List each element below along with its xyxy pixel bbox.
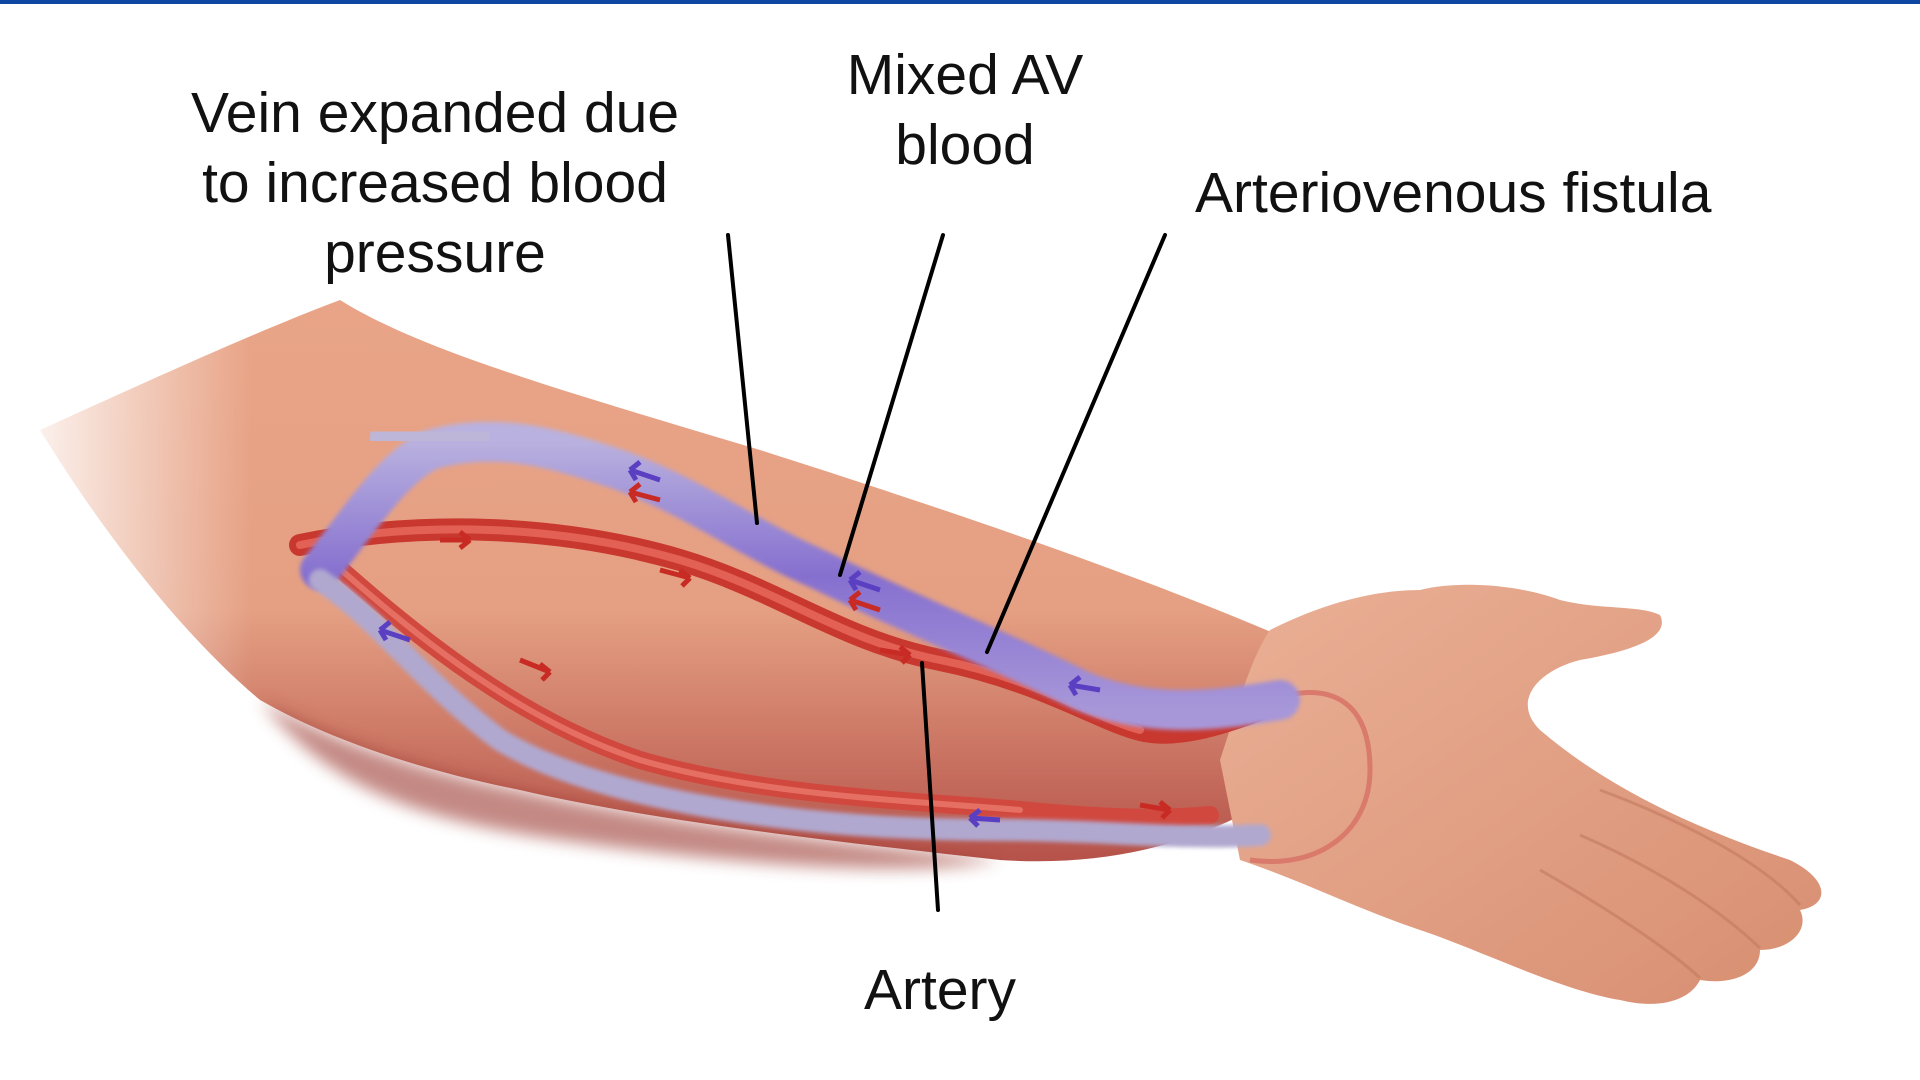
label-arteriovenous-fistula: Arteriovenous fistula: [1195, 158, 1835, 228]
header-bar: [0, 0, 1920, 4]
flow-arrows: [377, 460, 1172, 828]
label-mixed-av-blood: Mixed AV blood: [800, 40, 1130, 180]
label-line: blood: [895, 113, 1035, 177]
label-line: Arteriovenous fistula: [1195, 161, 1712, 225]
hand: [1220, 584, 1822, 1004]
label-line: Artery: [863, 958, 1017, 1022]
label-vein-expanded: Vein expanded due to increased blood pre…: [140, 78, 730, 288]
pointer-mixed: [838, 233, 945, 577]
pointer-artery: [920, 661, 940, 912]
pointer-lines: [726, 233, 1167, 912]
pointer-fistula: [985, 233, 1167, 654]
label-artery: Artery: [800, 955, 1080, 1025]
label-line: pressure: [324, 221, 546, 285]
label-line: Vein expanded due: [190, 81, 680, 145]
label-line: to increased blood: [202, 151, 668, 215]
label-line: Mixed AV: [846, 43, 1084, 107]
veins: [300, 419, 1300, 848]
pointer-vein: [726, 233, 759, 525]
